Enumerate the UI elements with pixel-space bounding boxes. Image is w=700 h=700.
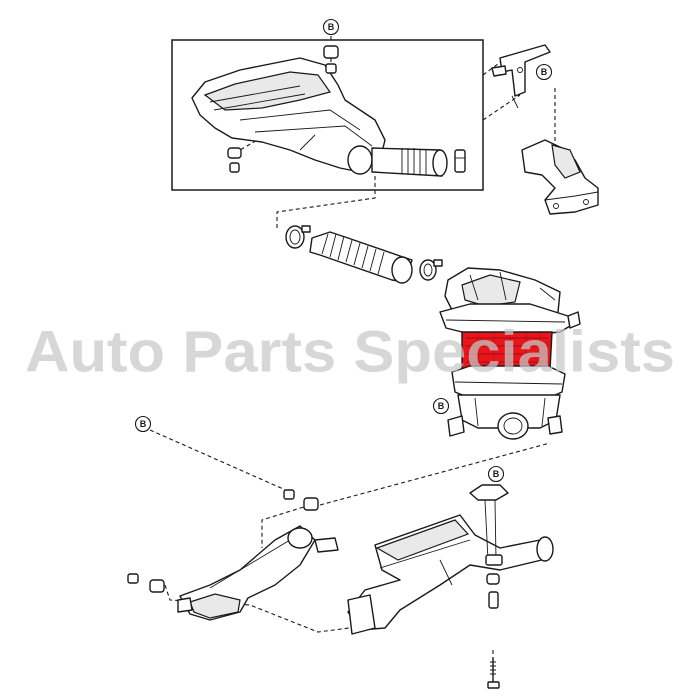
intake-duct-inset-frame xyxy=(171,39,484,191)
upper-intake-duct xyxy=(191,57,386,175)
intake-air-hose xyxy=(309,231,413,284)
mounting-bracket-lower xyxy=(469,484,509,566)
svg-text:B: B xyxy=(328,22,335,32)
hose-clamp-right xyxy=(419,259,443,281)
intake-resonator xyxy=(521,139,599,215)
callout-b-left: B xyxy=(134,415,152,433)
inset-grommet-top xyxy=(323,45,339,74)
lower-fastener-grommets xyxy=(127,489,319,593)
upper-hose-clamp xyxy=(454,149,466,173)
svg-text:B: B xyxy=(438,401,445,411)
inset-grommet-left xyxy=(227,147,242,173)
svg-text:B: B xyxy=(140,419,147,429)
mounting-bracket-upper xyxy=(491,44,551,109)
svg-text:B: B xyxy=(493,469,500,479)
upper-duct-hose xyxy=(371,147,448,177)
callout-b-air-cleaner: B xyxy=(432,397,450,415)
air-cleaner-assembly xyxy=(439,267,581,440)
hose-clamp-left xyxy=(285,225,311,249)
callout-b-top: B xyxy=(322,18,340,36)
watermark-text: Auto Parts Specialists xyxy=(25,320,675,385)
callout-b-lower: B xyxy=(487,465,505,483)
callout-b-bracket: B xyxy=(535,63,553,81)
mounting-bolt xyxy=(486,573,500,689)
svg-text:B: B xyxy=(541,67,548,77)
inlet-duct-right xyxy=(347,514,554,635)
inlet-duct-left xyxy=(177,525,339,621)
